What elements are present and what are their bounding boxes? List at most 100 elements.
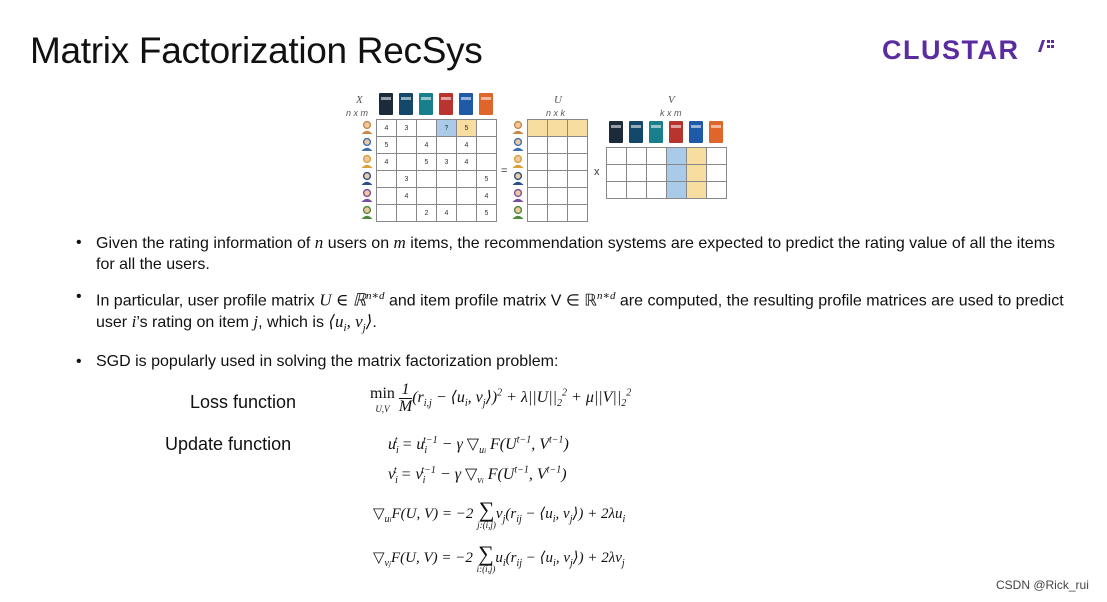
matrix-cell <box>476 119 497 137</box>
update-function-label: Update function <box>165 434 292 454</box>
matrix-cell: 4 <box>396 187 417 205</box>
matrix-cell <box>476 153 497 171</box>
matrix-cell <box>376 204 397 222</box>
book-cover-icon <box>479 93 493 115</box>
matrix-cell <box>416 187 437 205</box>
book-cover-icon <box>649 121 663 143</box>
user-profile-matrix-u <box>527 119 588 222</box>
book-cover-icon <box>399 93 413 115</box>
book-cover-icon <box>689 121 703 143</box>
matrix-cell <box>547 136 568 154</box>
matrix-cell: 4 <box>456 153 477 171</box>
matrix-cell <box>547 153 568 171</box>
matrix-cell <box>376 170 397 188</box>
update-u-equation: uit = uit−1 − γ ▽ui F(Ut−1, Vt−1) <box>388 434 569 457</box>
matrix-cell: 4 <box>416 136 437 154</box>
book-cover-icon <box>629 121 643 143</box>
slide-title: Matrix Factorization RecSys <box>30 30 483 71</box>
user-avatar-icon <box>512 171 524 185</box>
matrix-cell <box>646 164 667 182</box>
bullet-1: Given the rating information of n users … <box>72 232 1072 275</box>
matrix-cell <box>527 187 548 205</box>
matrix-cell: 4 <box>376 119 397 137</box>
matrix-cell <box>567 187 588 205</box>
matrix-cell <box>436 187 457 205</box>
user-avatar-icon <box>361 154 373 168</box>
matrix-cell <box>547 170 568 188</box>
matrix-cell <box>626 181 647 199</box>
matrix-cell: 5 <box>476 204 497 222</box>
matrix-cell: 5 <box>456 119 477 137</box>
matrix-cell: 3 <box>396 170 417 188</box>
clustar-logo: CLUSTAR <box>882 35 1020 65</box>
matrix-cell <box>606 164 627 182</box>
book-cover-icon <box>609 121 623 143</box>
multiply-sign: x <box>594 166 600 178</box>
book-cover-icon <box>459 93 473 115</box>
user-avatar-icon <box>361 188 373 202</box>
bullet-list: Given the rating information of n users … <box>72 232 1072 383</box>
logo-mark-icon <box>1038 40 1054 52</box>
book-cover-icon <box>419 93 433 115</box>
matrix-cell <box>646 181 667 199</box>
matrix-cell <box>416 170 437 188</box>
user-avatar-icon <box>361 171 373 185</box>
matrix-cell <box>396 136 417 154</box>
update-v-equation: vit = vit−1 − γ ▽vi F(Ut−1, Vt−1) <box>388 464 567 487</box>
matrix-cell <box>527 119 548 137</box>
book-cover-icon <box>439 93 453 115</box>
matrix-cell <box>686 164 707 182</box>
matrix-cell <box>396 153 417 171</box>
matrix-cell <box>527 204 548 222</box>
equals-sign: = <box>501 165 508 177</box>
matrix-cell: 4 <box>436 204 457 222</box>
user-avatar-icon <box>512 188 524 202</box>
bullet-3: SGD is popularly used in solving the mat… <box>72 351 1072 372</box>
matrix-cell: ? <box>436 119 457 137</box>
matrix-cell <box>567 170 588 188</box>
user-avatar-icon <box>512 205 524 219</box>
matrix-cell: 3 <box>436 153 457 171</box>
matrix-cell <box>547 187 568 205</box>
v-matrix-dim: k x m <box>660 108 682 118</box>
matrix-cell: 5 <box>376 136 397 154</box>
matrix-cell <box>456 170 477 188</box>
gradient-u-equation: ▽uiF(U, V) = −2 ∑j:(i,j)vj(rij − ⟨ui, vj… <box>373 497 626 531</box>
matrix-cell <box>527 136 548 154</box>
matrix-cell <box>626 164 647 182</box>
x-matrix-label: X <box>356 94 363 106</box>
user-avatar-icon <box>361 205 373 219</box>
matrix-cell <box>527 153 548 171</box>
matrix-cell <box>476 136 497 154</box>
matrix-cell <box>376 187 397 205</box>
matrix-cell <box>606 181 627 199</box>
matrix-cell <box>567 204 588 222</box>
u-matrix-label: U <box>554 94 562 106</box>
user-avatar-icon <box>512 154 524 168</box>
matrix-cell: 5 <box>476 170 497 188</box>
matrix-cell <box>456 204 477 222</box>
v-matrix-label: V <box>668 94 675 106</box>
matrix-cell <box>436 170 457 188</box>
matrix-cell: 4 <box>376 153 397 171</box>
u-matrix-dim: n x k <box>546 108 566 118</box>
matrix-cell <box>686 181 707 199</box>
matrix-cell <box>606 147 627 165</box>
matrix-cell: 4 <box>476 187 497 205</box>
matrix-cell <box>547 204 568 222</box>
loss-function-label: Loss function <box>190 392 297 412</box>
matrix-cell <box>666 147 687 165</box>
x-matrix-dim: n x m <box>346 108 369 118</box>
book-cover-icon <box>669 121 683 143</box>
matrix-cell <box>666 164 687 182</box>
gradient-v-equation: ▽vjF(U, V) = −2 ∑i:(i,j)ui(rij − ⟨ui, vj… <box>373 541 625 575</box>
matrix-cell <box>706 147 727 165</box>
matrix-cell <box>527 170 548 188</box>
matrix-cell <box>416 119 437 137</box>
matrix-cell <box>567 153 588 171</box>
matrix-cell <box>396 204 417 222</box>
matrix-cell <box>567 119 588 137</box>
book-cover-icon <box>379 93 393 115</box>
